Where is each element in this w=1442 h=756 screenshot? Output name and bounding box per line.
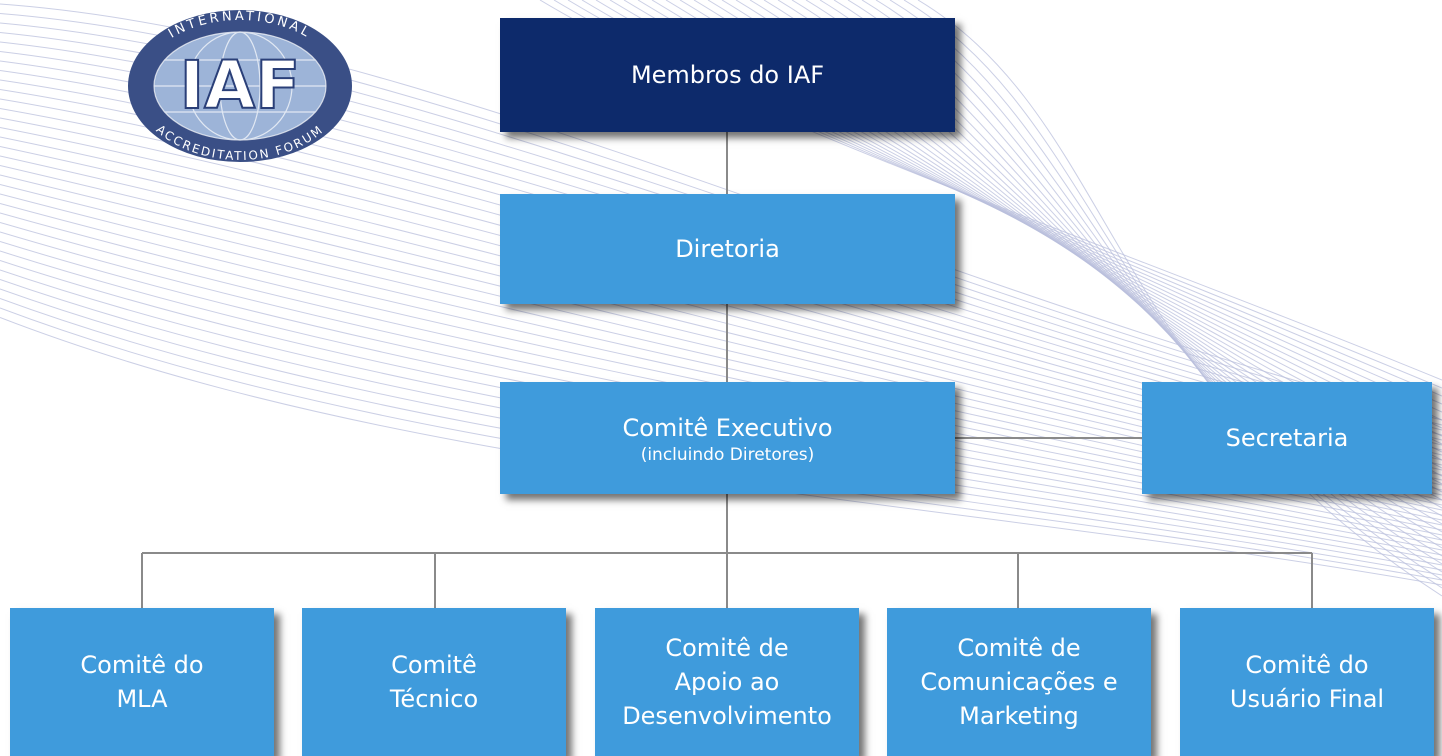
node-label: Membros do IAF (630, 61, 825, 89)
node-comite-apoio-desenvolvimento: Comitê de Apoio ao Desenvolvimento (595, 608, 859, 756)
node-label: Comitê de Apoio ao Desenvolvimento (622, 634, 832, 730)
node-diretoria: Diretoria (500, 194, 955, 304)
logo-acronym: IAF (180, 47, 301, 124)
node-comite-tecnico: Comitê Técnico (302, 608, 566, 756)
node-label: Comitê Executivo (622, 414, 833, 442)
node-label: Comitê Técnico (389, 651, 479, 713)
node-comite-mla: Comitê do MLA (10, 608, 274, 756)
node-label: Secretaria (1225, 424, 1349, 452)
node-comite-executivo: Comitê Executivo (incluindo Diretores) (500, 382, 955, 494)
node-label: Comitê do MLA (80, 651, 204, 713)
node-sublabel: (incluindo Diretores) (640, 445, 815, 465)
node-label: Diretoria (675, 235, 780, 263)
background-line (917, 0, 1442, 597)
node-membros-do-iaf: Membros do IAF (500, 18, 955, 132)
node-comite-comunicacoes-marketing: Comitê de Comunicações e Marketing (887, 608, 1151, 756)
node-comite-usuario-final: Comitê do Usuário Final (1180, 608, 1434, 756)
node-secretaria: Secretaria (1142, 382, 1432, 494)
node-label: Comitê de Comunicações e Marketing (920, 634, 1118, 730)
node-label: Comitê do Usuário Final (1229, 651, 1385, 713)
iaf-logo: IAF INTERNATIONAL ACCREDITATION FORUM (128, 9, 352, 163)
